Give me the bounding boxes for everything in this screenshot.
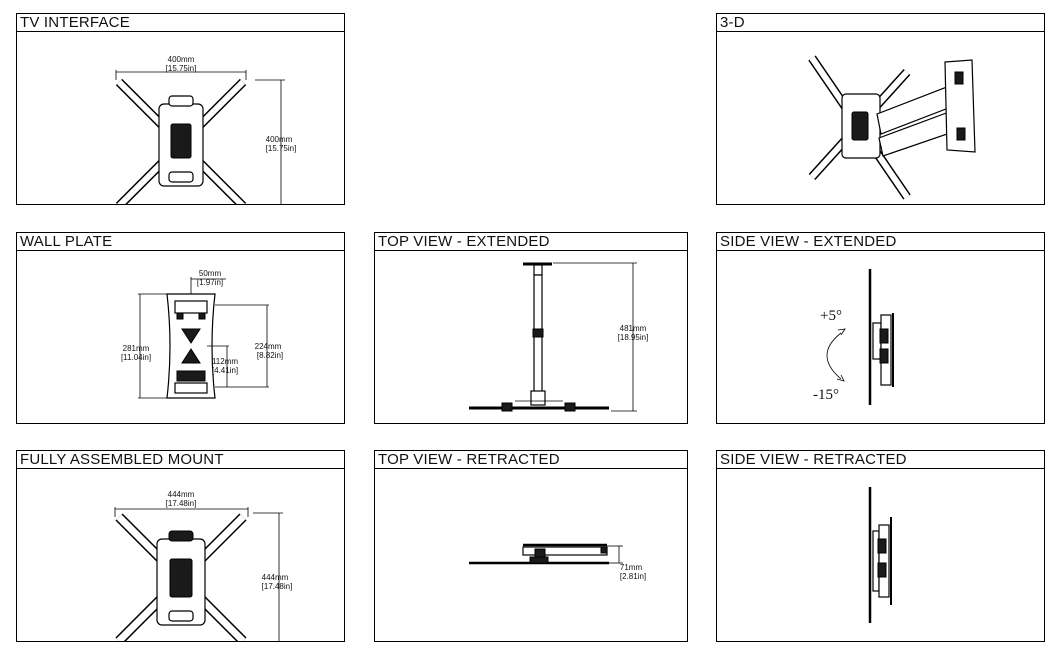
panel-title: TV INTERFACE xyxy=(17,14,344,32)
panel-side-view-extended: SIDE VIEW - EXTENDED +5° -15° xyxy=(716,232,1045,424)
height-in-label: [17.48in] xyxy=(262,582,293,591)
height-in-label: [11.04in] xyxy=(121,353,151,362)
3d-drawing xyxy=(808,55,976,200)
tilt-up-label: +5° xyxy=(820,308,842,324)
depth-mm-label: 481mm xyxy=(620,324,647,333)
width-in-label: [15.75in] xyxy=(166,64,197,73)
inner-mm-label: 112mm xyxy=(212,357,238,366)
panel-title: 3-D xyxy=(717,14,1044,32)
panel-tv-interface: TV INTERFACE 400mm [15.75in] 400mm [15.7… xyxy=(16,13,345,205)
panel-fully-assembled-mount: FULLY ASSEMBLED MOUNT 444mm [17.48in] 44… xyxy=(16,450,345,642)
top-view-extended-drawing: 481mm [18.95in] xyxy=(469,262,649,412)
hole-mm-label: 224mm xyxy=(255,342,282,351)
width-mm-label: 400mm xyxy=(168,55,195,64)
panel-title: SIDE VIEW - EXTENDED xyxy=(717,233,1044,251)
wall-plate-drawing: 50mm [1.97in] 281mm [11.04in] 224mm [8.8… xyxy=(121,269,283,399)
panel-wall-plate: WALL PLATE 50mm [1.97in] 281mm [11.04in]… xyxy=(16,232,345,424)
panel-title: FULLY ASSEMBLED MOUNT xyxy=(17,451,344,469)
side-view-extended-drawing: +5° -15° xyxy=(813,269,894,405)
panel-title: WALL PLATE xyxy=(17,233,344,251)
depth-in-label: [18.95in] xyxy=(618,333,649,342)
width-in-label: [17.48in] xyxy=(166,499,197,508)
tilt-down-label: -15° xyxy=(813,387,839,403)
top-in-label: [1.97in] xyxy=(197,278,223,287)
panel-title: SIDE VIEW - RETRACTED xyxy=(717,451,1044,469)
tv-interface-drawing: 400mm [15.75in] 400mm [15.75in] xyxy=(115,55,297,204)
height-mm-label: 281mm xyxy=(123,344,150,353)
assembled-drawing: 444mm [17.48in] 444mm [17.48in] xyxy=(114,490,293,641)
panel-side-view-retracted: SIDE VIEW - RETRACTED xyxy=(716,450,1045,642)
height-mm-label: 444mm xyxy=(262,573,289,582)
top-view-retracted-drawing: 71mm [2.81in] xyxy=(469,543,646,581)
depth-in-label: [2.81in] xyxy=(620,572,646,581)
center-bracket xyxy=(170,123,192,159)
height-mm-label: 400mm xyxy=(266,135,293,144)
height-in-label: [15.75in] xyxy=(266,144,297,153)
width-mm-label: 444mm xyxy=(168,490,195,499)
hole-in-label: [8.82in] xyxy=(257,351,283,360)
tilt-arc xyxy=(826,332,842,380)
side-view-retracted-drawing xyxy=(868,487,892,623)
inner-in-label: [4.41in] xyxy=(212,366,238,375)
extended-arm xyxy=(533,274,543,402)
panel-top-view-retracted: TOP VIEW - RETRACTED 71mm [2.81in] xyxy=(374,450,688,642)
depth-mm-label: 71mm xyxy=(620,563,643,572)
panel-title: TOP VIEW - RETRACTED xyxy=(375,451,687,469)
panel-title: TOP VIEW - EXTENDED xyxy=(375,233,687,251)
panel-top-view-extended: TOP VIEW - EXTENDED 481mm [18.95in] xyxy=(374,232,688,424)
panel-3d: 3-D xyxy=(716,13,1045,205)
top-mm-label: 50mm xyxy=(199,269,222,278)
